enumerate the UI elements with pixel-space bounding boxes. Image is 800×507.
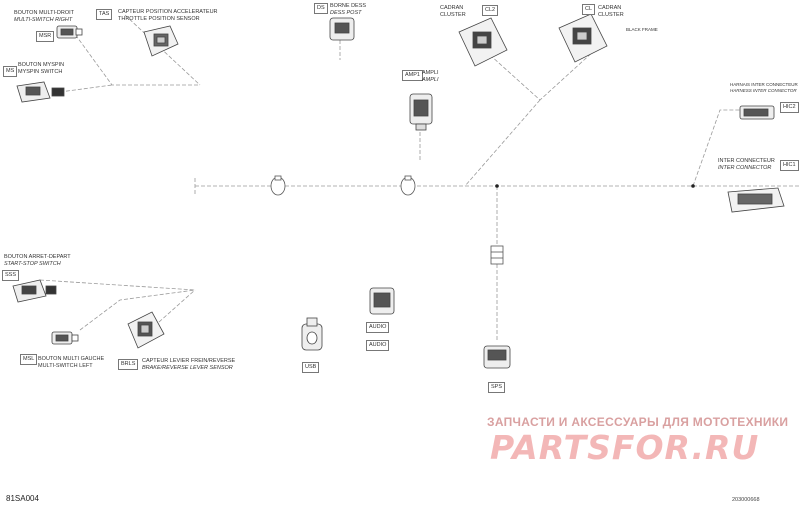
msl-code: MSL (20, 354, 38, 365)
usb-connector-icon (298, 316, 326, 354)
cl-note: BLACK FRAME (626, 27, 658, 32)
cl2-code: CL2 (482, 5, 499, 16)
watermark-logo: PARTSFOR.RU (490, 428, 760, 467)
start-stop-switch-icon (10, 276, 60, 306)
brls-code: BRLS (118, 359, 139, 370)
tas-code: TAS (96, 9, 113, 20)
ms-code: MS (3, 66, 18, 77)
hic1-code: HIC1 (780, 160, 799, 171)
dess-post-connector-icon (326, 14, 358, 44)
ds-code: DS (314, 3, 328, 14)
usb-code: USB (302, 362, 320, 373)
hic1-connector-icon (724, 184, 788, 216)
sps-code: SPS (488, 382, 506, 393)
sps-connector-icon (480, 342, 516, 374)
myspin-switch-icon (14, 78, 68, 106)
ampli-connector-icon (404, 90, 438, 134)
tas-connector-icon (140, 22, 182, 62)
cl2-connector-icon (455, 14, 511, 72)
hic2-code: HIC2 (780, 102, 799, 113)
msr-code: MSR (36, 31, 55, 42)
figure-id: 81SA004 (6, 494, 39, 503)
hic2-connector-icon (738, 104, 778, 122)
watermark-tagline: ЗАПЧАСТИ И АКСЕССУАРЫ ДЛЯ МОТОТЕХНИКИ (487, 415, 789, 429)
sss-code: SSS (2, 270, 20, 281)
audio-connector-icon (366, 284, 398, 320)
brls-sensor-icon (124, 308, 168, 352)
audio-code-2: AUDIO (366, 340, 390, 351)
audio-code-1: AUDIO (366, 322, 390, 333)
msr-connector-icon (54, 22, 84, 42)
cl-connector-icon (555, 10, 611, 68)
amp1-code: AMP1 (402, 70, 423, 81)
msl-connector-icon (48, 328, 82, 348)
document-id: 203000668 (732, 497, 760, 503)
cl-code: CL (582, 4, 596, 15)
